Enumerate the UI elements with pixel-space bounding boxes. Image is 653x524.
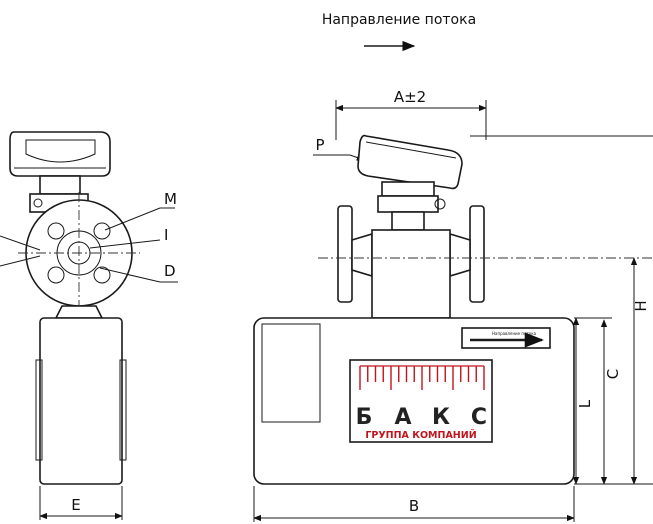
side-view: M I D E	[0, 131, 178, 520]
dim-label-c: C	[604, 369, 622, 379]
plate-arrow-label: Направление потока	[492, 331, 537, 336]
logo-subtitle: ГРУППА КОМПАНИЙ	[365, 429, 476, 441]
dim-label-l: L	[576, 399, 594, 408]
dim-label-m: M	[164, 190, 177, 208]
front-view: A±2 P Направление потока Б А К	[253, 88, 653, 522]
dim-label-h: H	[632, 300, 650, 311]
dim-label-b: B	[409, 497, 419, 515]
dim-label-p: P	[315, 136, 324, 154]
dim-label-e: E	[71, 496, 80, 514]
logo-letter-1: Б	[356, 405, 373, 430]
logo-ruler	[359, 365, 485, 390]
dim-label-i: I	[164, 226, 168, 244]
dim-label-d: D	[164, 262, 176, 280]
dim-label-a: A±2	[394, 88, 426, 106]
logo-letter-2: А	[394, 405, 411, 430]
logo-letter-3: К	[432, 405, 450, 430]
flow-direction-caption: Направление потока	[322, 12, 476, 28]
logo-letter-4: С	[471, 405, 487, 430]
